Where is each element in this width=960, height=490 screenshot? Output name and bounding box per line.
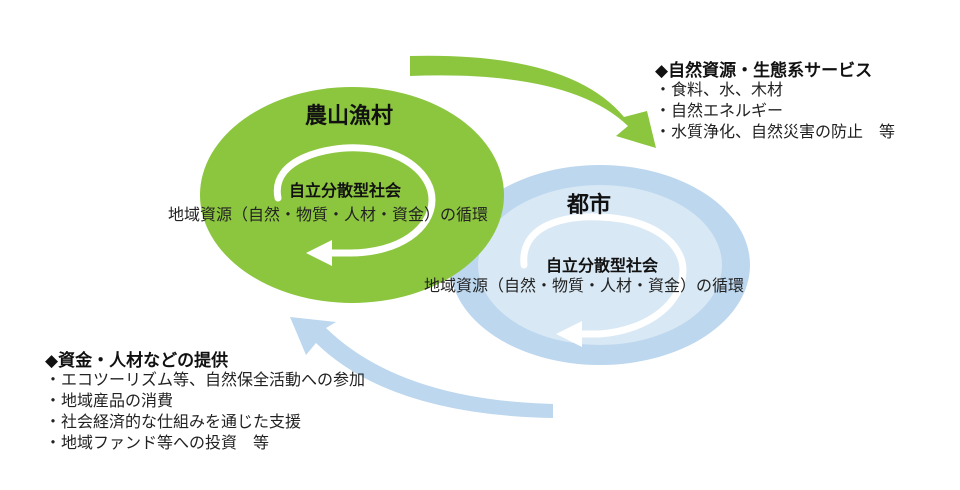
list-item: ・社会経済的な仕組みを通じた支援 xyxy=(45,412,302,431)
list-item: ・地域産品の消費 xyxy=(45,391,174,410)
list-item: ・地域ファンド等への投資 等 xyxy=(45,433,270,452)
urban-title: 都市 xyxy=(567,193,612,218)
list-item: ・水質浄化、自然災害の防止 等 xyxy=(655,122,896,141)
flow-arrow-bottom-body xyxy=(290,317,553,418)
rural-cycle-arrowhead xyxy=(306,240,332,266)
ecosystem-services-heading: ◆自然資源・生態系サービス xyxy=(655,61,873,81)
rural-title: 農山漁村 xyxy=(305,104,394,129)
list-item: ・エコツーリズム等、自然保全活動への参加 xyxy=(45,370,366,389)
rural-cycle-arrow xyxy=(273,144,436,257)
rural-cycle-label: 地域資源（自然・物質・人材・資金）の循環 xyxy=(168,205,489,224)
list-item: ・食料、水、木材 xyxy=(655,80,784,99)
urban-cycle-arrow xyxy=(520,213,687,338)
urban-ring-inner xyxy=(478,185,722,345)
flow-arrow-top-body xyxy=(410,55,656,149)
urban-cycle-arrowhead xyxy=(556,321,582,347)
funds-people-list: ・エコツーリズム等、自然保全活動への参加 ・地域産品の消費 ・社会経済的な仕組み… xyxy=(45,369,365,453)
urban-society-label: 自立分散型社会 xyxy=(546,256,659,275)
rural-society-label: 自立分散型社会 xyxy=(289,181,402,200)
rural-ring xyxy=(200,87,504,303)
ecosystem-services-list: ・食料、水、木材 ・自然エネルギー ・水質浄化、自然災害の防止 等 xyxy=(655,79,895,142)
list-item: ・自然エネルギー xyxy=(655,101,784,120)
funds-people-heading: ◆資金・人材などの提供 xyxy=(45,351,229,371)
urban-cycle-label: 地域資源（自然・物質・人材・資金）の循環 xyxy=(424,276,745,295)
